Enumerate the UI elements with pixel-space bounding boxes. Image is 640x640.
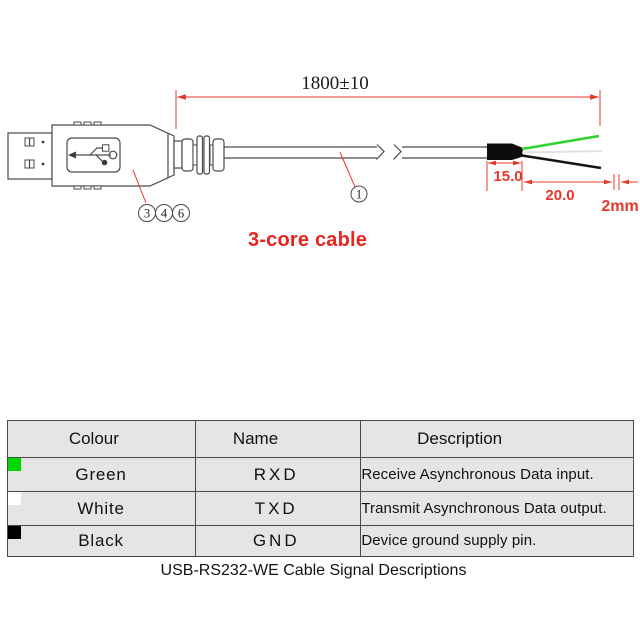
colour-value: Green [75,464,127,484]
cable-line [224,144,487,160]
cable-callout: 1 [339,151,368,203]
usb-plug [7,132,53,180]
header-name: Name [232,429,279,448]
colour-value: Black [78,530,124,550]
cable-jacket [487,143,523,160]
table-row-black: Black GND Device ground supply pin. [8,525,633,555]
usb-logo-icon [66,137,121,173]
signal-description: Transmit Asynchronous Data output. [361,500,607,517]
cable-type-label: 3-core cable [248,229,368,251]
dimension-strip: 20.0 [524,179,612,204]
grip-ridges [73,121,102,190]
signal-name: RXD [253,464,299,484]
signal-name: GND [252,530,300,550]
strip-dim-label: 20.0 [545,187,574,204]
column-divider [360,421,361,556]
column-divider [195,421,196,556]
connector-callout: 3 4 6 [132,169,190,222]
colour-value: White [77,498,125,518]
wire-green [521,134,600,151]
callout-6: 6 [178,207,184,221]
jacket-dim-label: 15.0 [493,168,522,185]
black-swatch-icon [8,526,21,539]
table-row-white: White TXD Transmit Asynchronous Data out… [8,491,633,525]
wire-white [521,150,603,154]
dimension-overall-length: 1800±10 [175,73,601,129]
overall-length-label: 1800±10 [301,73,368,94]
strain-relief [173,135,225,175]
tip-dim-label: 2mm [601,198,638,215]
cable-drawing: 1800±10 15.0 20.0 2mm [7,73,639,222]
dimension-tip: 2mm [601,174,639,215]
table-row-green: Green RXD Receive Asynchronous Data inpu… [8,457,633,491]
cable-break-icon [376,144,402,160]
table-header-row: Colour Name Description [8,421,633,457]
header-description: Description [417,429,503,448]
wire-black [521,154,602,170]
green-swatch-icon [8,458,21,471]
dimension-jacket: 15.0 [486,160,523,191]
usb-connector-body [51,121,175,190]
signal-description: Device ground supply pin. [361,532,537,549]
signal-name: TXD [254,498,298,518]
header-colour: Colour [68,429,119,448]
white-swatch-icon [8,492,21,505]
signal-table: Colour Name Description Green RXD Receiv… [7,420,634,557]
signal-description: Receive Asynchronous Data input. [361,466,594,483]
callout-3: 3 [144,207,150,221]
callout-1: 1 [356,188,362,202]
table-caption: USB-RS232-WE Cable Signal Descriptions [160,562,467,579]
callout-4: 4 [161,207,168,221]
